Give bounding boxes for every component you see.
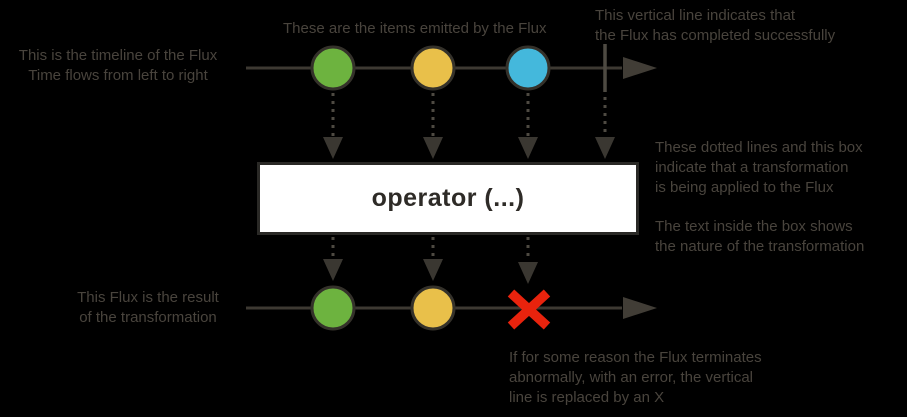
down-arrowhead-icon — [423, 137, 443, 159]
down-arrowhead-icon — [595, 137, 615, 159]
dotted-arrows-out-of-operator — [323, 237, 538, 284]
operator-box-label: operator (...) — [371, 184, 525, 212]
annotation-transform: These dotted lines and this box indicate… — [655, 139, 863, 196]
source-marble-green — [310, 45, 356, 91]
annotation-error: If for some reason the Flux terminates a… — [509, 349, 762, 406]
error-x-stroke-2 — [507, 289, 551, 330]
annotation-timeline: This is the timeline of the Flux Time fl… — [18, 47, 218, 84]
result-marble-green — [310, 285, 356, 331]
annotation-result: This Flux is the result of the transform… — [77, 289, 219, 326]
source-marble-blue — [505, 45, 551, 91]
result-timeline — [246, 285, 657, 331]
result-marble-yellow — [410, 285, 456, 331]
down-arrowhead-icon — [323, 137, 343, 159]
source-timeline — [246, 44, 657, 92]
source-timeline-arrowhead-icon — [623, 57, 657, 79]
down-arrowhead-icon — [423, 259, 443, 281]
down-arrowhead-icon — [518, 262, 538, 284]
result-timeline-arrowhead-icon — [623, 297, 657, 319]
down-arrowhead-icon — [518, 137, 538, 159]
annotation-complete: This vertical line indicates that the Fl… — [595, 7, 836, 44]
operator-box — [257, 162, 639, 235]
source-marble-yellow — [410, 45, 456, 91]
error-x-icon — [507, 289, 551, 330]
dotted-arrows-into-operator — [323, 93, 615, 159]
annotation-box-text: The text inside the box shows the nature… — [655, 218, 865, 255]
down-arrowhead-icon — [323, 259, 343, 281]
annotation-items: These are the items emitted by the Flux — [283, 20, 547, 37]
